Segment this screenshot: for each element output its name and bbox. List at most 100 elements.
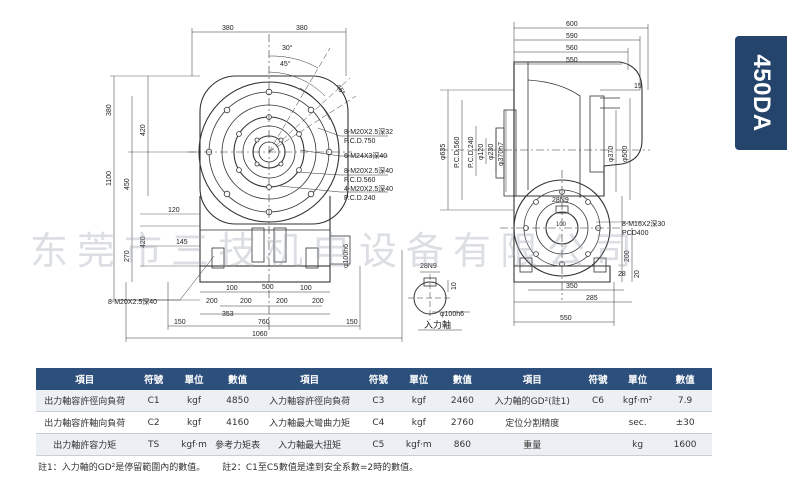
dim-text: φ370 bbox=[608, 146, 615, 162]
table-row: 出力軸許容力矩 TS kgf·m 參考力矩表 入力軸最大扭矩 C5 kgf·m … bbox=[36, 433, 712, 456]
table-cell bbox=[578, 433, 618, 456]
callout-text: 8-M20X2.5深32 bbox=[344, 127, 393, 136]
dim-text: 28N9 bbox=[552, 197, 569, 204]
callout-text: 8-M20X2.5深40 bbox=[344, 166, 393, 175]
dim-text: 590 bbox=[566, 33, 578, 40]
table-cell: 2760 bbox=[439, 411, 486, 434]
dim-text: 28 bbox=[618, 271, 626, 278]
table-cell: C5 bbox=[358, 433, 399, 456]
dim-text: φ100h6 bbox=[440, 311, 464, 318]
table-cell: TS bbox=[133, 433, 174, 456]
table-cell: 4160 bbox=[214, 411, 261, 434]
table-cell: C2 bbox=[133, 411, 174, 434]
dim-text: 1060 bbox=[252, 331, 268, 338]
footnote-2: 註2：C1至C5數值是達到安全系數=2時的數值。 bbox=[222, 463, 419, 473]
dim-text: φ370h7 bbox=[498, 142, 505, 166]
header-unit: 單位 bbox=[617, 368, 659, 390]
front-view bbox=[110, 28, 403, 342]
header-unit: 單位 bbox=[398, 368, 440, 390]
dim-text: 353 bbox=[222, 311, 234, 318]
dim-text: 200 bbox=[206, 298, 218, 305]
table-cell: 出力軸容許軸向負荷 bbox=[36, 411, 134, 434]
dim-text: 550 bbox=[560, 315, 572, 322]
header-symbol: 符號 bbox=[358, 368, 399, 390]
dim-text: 20 bbox=[634, 270, 641, 278]
table-cell: 2460 bbox=[439, 390, 486, 412]
model-label: 450DA bbox=[748, 54, 775, 132]
dim-text: 380 bbox=[222, 25, 234, 32]
callout-text: 4-M20X2.5深40 bbox=[344, 184, 393, 193]
table-cell: C1 bbox=[133, 390, 174, 412]
angle-text: 30° bbox=[282, 44, 293, 52]
table-cell: 1600 bbox=[658, 433, 712, 456]
table-cell: kgf·m bbox=[398, 433, 440, 456]
dim-text: 200 bbox=[276, 298, 288, 305]
table-cell: 出力軸容許徑向負荷 bbox=[36, 390, 134, 412]
table-row: 出力軸容許徑向負荷 C1 kgf 4850 入力軸容許徑向負荷 C3 kgf 2… bbox=[36, 390, 712, 412]
dim-text: 28N9 bbox=[420, 263, 437, 270]
callout-text: 8-M20X2.5深40 bbox=[108, 297, 157, 306]
dim-text: P.C.D.240 bbox=[468, 137, 475, 168]
header-item: 項目 bbox=[36, 368, 134, 390]
header-value: 數值 bbox=[214, 368, 261, 390]
table-cell: 重量 bbox=[485, 433, 579, 456]
table-cell: 860 bbox=[439, 433, 486, 456]
table-cell: 入力軸最大扭矩 bbox=[260, 433, 359, 456]
dim-text: 200 bbox=[240, 298, 252, 305]
table-cell: kg bbox=[617, 433, 659, 456]
dim-text: 10 bbox=[451, 282, 458, 290]
dim-text: 380 bbox=[106, 104, 113, 116]
table-cell: 參考力矩表 bbox=[214, 433, 261, 456]
header-value: 數值 bbox=[658, 368, 712, 390]
technical-drawing: 380 380 30° 45° 45° 380 420 1100 450 120… bbox=[106, 21, 665, 342]
dim-text: 100 bbox=[556, 222, 567, 228]
input-shaft-detail bbox=[408, 271, 470, 331]
spec-table-header: 項目 符號 單位 數值 項目 符號 單位 數值 項目 符號 單位 數值 bbox=[36, 368, 712, 390]
table-cell: 定位分割精度 bbox=[485, 411, 579, 434]
dim-text: 15 bbox=[634, 83, 642, 90]
model-label-tab: 450DA bbox=[735, 36, 787, 150]
angle-text: 45° bbox=[334, 83, 346, 96]
dim-text: φ230 bbox=[488, 144, 495, 160]
dim-text: 500 bbox=[262, 284, 274, 291]
table-cell: ±30 bbox=[658, 411, 712, 434]
dim-text: 420 bbox=[140, 236, 147, 248]
dim-text: φ100h6 bbox=[343, 244, 350, 268]
table-cell: kgf·m² bbox=[617, 390, 659, 412]
header-unit: 單位 bbox=[173, 368, 215, 390]
header-symbol: 符號 bbox=[578, 368, 618, 390]
callout-text: PCD400 bbox=[622, 230, 649, 237]
dim-text: 380 bbox=[296, 25, 308, 32]
callout-text: 6-M24X3深40 bbox=[344, 151, 387, 160]
dim-text: 200 bbox=[312, 298, 324, 305]
table-cell: C4 bbox=[358, 411, 399, 434]
header-item: 項目 bbox=[485, 368, 579, 390]
spec-table: 項目 符號 單位 數值 項目 符號 單位 數值 項目 符號 單位 數值 出力軸容… bbox=[36, 368, 712, 456]
table-cell: 出力軸許容力矩 bbox=[36, 433, 134, 456]
dim-text: P.C.D.560 bbox=[454, 137, 461, 168]
table-cell bbox=[578, 411, 618, 434]
callout-text: P.C.D.240 bbox=[344, 195, 375, 202]
callout-text: P.C.D.750 bbox=[344, 138, 375, 145]
dim-text: 100 bbox=[300, 285, 312, 292]
dim-text: 145 bbox=[176, 239, 188, 246]
side-view bbox=[440, 22, 650, 326]
dim-text: 350 bbox=[566, 283, 578, 290]
table-row: 出力軸容許軸向負荷 C2 kgf 4160 入力軸最大彎曲力矩 C4 kgf 2… bbox=[36, 411, 712, 434]
header-symbol: 符號 bbox=[133, 368, 174, 390]
callout-text: 8-M16X2深30 bbox=[622, 219, 665, 228]
table-cell: 4850 bbox=[214, 390, 261, 412]
table-cell: kgf bbox=[398, 390, 440, 412]
header-value: 數值 bbox=[439, 368, 486, 390]
dim-text: 420 bbox=[140, 124, 147, 136]
table-cell: 7.9 bbox=[658, 390, 712, 412]
dim-text: 1100 bbox=[106, 171, 113, 186]
dim-text: 450 bbox=[124, 178, 131, 190]
dim-text: 760 bbox=[258, 319, 270, 326]
dim-text: 120 bbox=[168, 207, 180, 214]
dim-text: 550 bbox=[566, 57, 578, 64]
table-cell: 入力軸最大彎曲力矩 bbox=[260, 411, 359, 434]
table-cell: kgf bbox=[173, 390, 215, 412]
table-cell: 入力軸的GD²(註1) bbox=[485, 390, 579, 412]
table-cell: kgf bbox=[173, 411, 215, 434]
